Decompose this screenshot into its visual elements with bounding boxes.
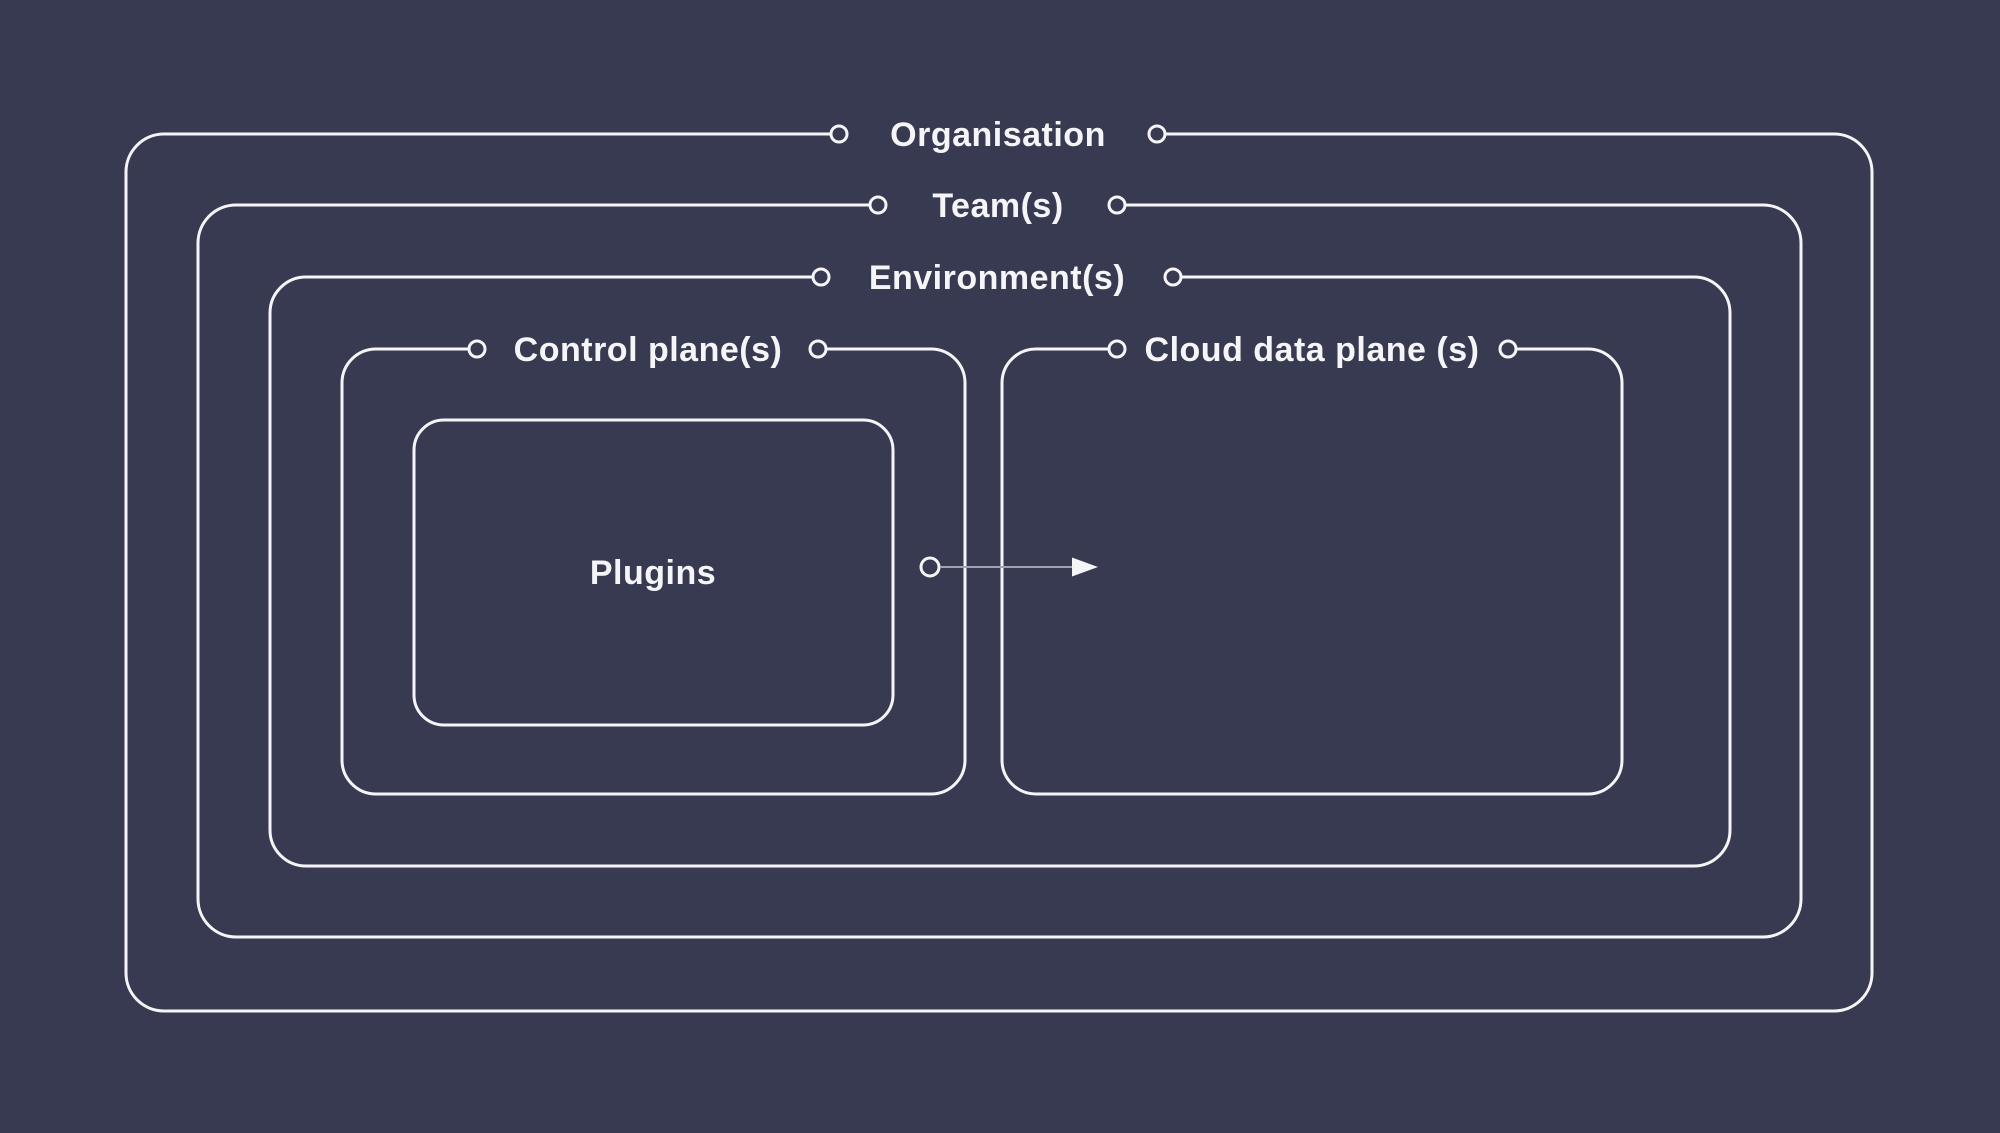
connector-dot-icon: [829, 124, 849, 144]
organisation-label: Organisation: [890, 116, 1106, 154]
teams-box: [196, 203, 1803, 939]
teams-box-group: Team(s): [196, 187, 1803, 939]
connector-dot-icon: [467, 339, 487, 359]
teams-label-gap: [878, 199, 1117, 211]
arrow-head-icon: [1072, 557, 1098, 577]
connector-dot-icon: [1163, 267, 1183, 287]
connector-dot-icon: [1147, 124, 1167, 144]
environments-label: Environment(s): [869, 259, 1125, 297]
plugins-box: [412, 418, 895, 727]
control-plane-label-gap: [477, 343, 818, 355]
connector-dot-icon: [1498, 339, 1518, 359]
teams-label: Team(s): [932, 187, 1063, 225]
control-plane-label: Control plane(s): [514, 331, 783, 369]
connector-dot-icon: [1107, 339, 1127, 359]
organisation-box-group: Organisation: [124, 116, 1874, 1013]
control-plane-box-group: Control plane(s): [340, 331, 967, 796]
environments-label-gap: [821, 271, 1173, 283]
cloud-data-plane-label-gap: [1117, 343, 1508, 355]
organisation-label-gap: [839, 128, 1157, 140]
cloud-data-plane-label: Cloud data plane (s): [1145, 331, 1480, 369]
arrow-origin-dot-icon: [919, 556, 941, 578]
connector-dot-icon: [1107, 195, 1127, 215]
cloud-data-plane-box-group: Cloud data plane (s): [1000, 331, 1624, 796]
connector-dot-icon: [811, 267, 831, 287]
connector-dot-icon: [808, 339, 828, 359]
connector-dot-icon: [868, 195, 888, 215]
plugins-box-group: Plugins: [412, 418, 895, 727]
control-to-cloud-arrow: [919, 556, 1098, 578]
environments-box: [268, 275, 1732, 868]
plugins-label: Plugins: [590, 554, 716, 592]
environments-box-group: Environment(s): [268, 259, 1732, 868]
cloud-data-plane-box: [1000, 347, 1624, 796]
